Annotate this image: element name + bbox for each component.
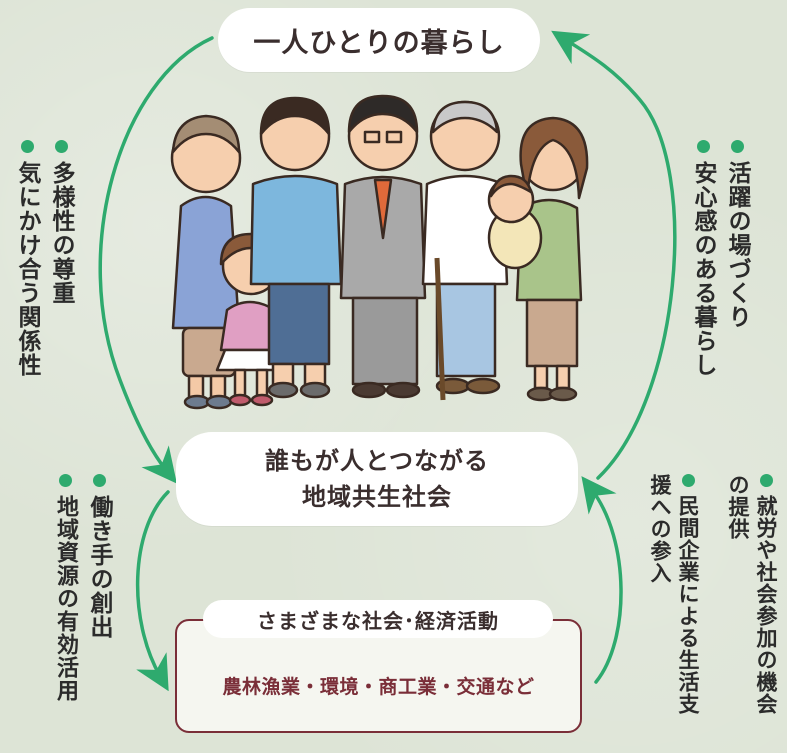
bullet-icon xyxy=(20,140,34,153)
arrow-right-upper xyxy=(551,30,677,480)
center-pill: 誰もが人とつながる 地域共生社会 xyxy=(176,432,578,526)
businessman-figure xyxy=(339,94,427,399)
bullet-icon xyxy=(681,474,695,487)
left-lower-item-2: 地域資源の有効活用 xyxy=(50,474,80,702)
center-line-1: 誰もが人とつながる xyxy=(264,447,490,475)
left-lower-item-1: 働き手の創出 xyxy=(84,474,114,639)
bullet-icon xyxy=(696,140,710,153)
grandfather-figure xyxy=(421,100,509,401)
bullet-icon xyxy=(54,140,68,153)
right-upper-item-2: 安心感のある暮らし xyxy=(688,140,718,377)
bullet-icon xyxy=(58,474,72,487)
bullet-icon xyxy=(730,140,744,153)
left-upper-item-1: 多様性の尊重 xyxy=(46,140,76,305)
family-illustration xyxy=(170,94,589,410)
mother-figure xyxy=(487,116,589,402)
activities-panel-body: 農林漁業・環境・商工業・交通など xyxy=(222,676,535,698)
right-upper-item-1: 活躍の場づくり xyxy=(722,140,752,329)
activities-panel-title: さまざまな社会･経済活動 xyxy=(203,600,553,638)
left-upper-item-2: 気にかけ合う関係性 xyxy=(12,140,42,377)
arrow-right-lower xyxy=(581,476,623,684)
right-lower-item-2: 民間企業による生活支援への参入 xyxy=(648,474,700,715)
center-line-2: 地域共生社会 xyxy=(302,483,452,511)
bullet-icon xyxy=(92,474,106,487)
arrow-left-upper xyxy=(98,36,214,484)
right-lower-item-1: 就労や社会参加の機会の提供 xyxy=(726,474,778,715)
top-pill: 一人ひとりの暮らし xyxy=(218,8,540,72)
young-man-figure xyxy=(249,96,343,399)
arrow-left-lower xyxy=(135,490,170,692)
bullet-icon xyxy=(759,474,773,487)
